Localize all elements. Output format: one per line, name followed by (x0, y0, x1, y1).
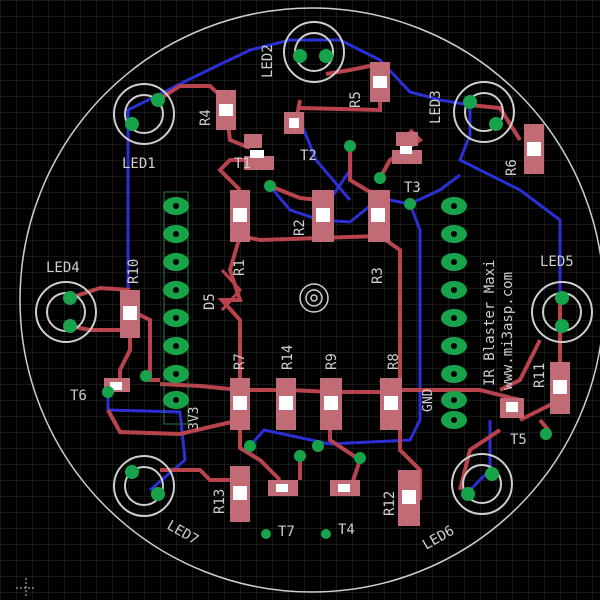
led1[interactable] (113, 83, 175, 145)
led4-body (35, 281, 97, 343)
label-title: IR Blaster Maxi (482, 260, 498, 386)
label-url: www.mi3asp.com (500, 272, 516, 390)
r12[interactable] (398, 470, 420, 526)
led6-body (451, 453, 513, 515)
led5-pad-a[interactable] (555, 291, 569, 305)
label-t5: T5 (510, 432, 527, 448)
header-right[interactable]: GND (421, 197, 467, 429)
label-led4: LED4 (46, 260, 80, 276)
led5-pad-k[interactable] (555, 319, 569, 333)
r4[interactable] (216, 90, 236, 130)
led3-body (453, 81, 515, 143)
vias (102, 140, 552, 539)
led4[interactable] (35, 281, 97, 343)
label-r3: R3 (370, 267, 386, 284)
led2-pad-k[interactable] (319, 49, 333, 63)
label-led1: LED1 (122, 156, 156, 172)
led2-body (283, 21, 345, 83)
led1-ring (124, 94, 164, 134)
r9[interactable] (320, 378, 342, 430)
led7-pad-a[interactable] (125, 465, 139, 479)
r5[interactable] (370, 62, 390, 102)
label-r14: R14 (280, 345, 296, 370)
r7[interactable] (230, 378, 250, 430)
label-r2: R2 (292, 219, 308, 236)
t2[interactable] (284, 112, 304, 134)
label-led2: LED2 (260, 44, 276, 78)
label-t7: T7 (278, 524, 295, 540)
transistors[interactable] (104, 112, 524, 496)
t7[interactable] (268, 480, 298, 496)
label-gnd: GND (421, 388, 436, 412)
t1[interactable] (244, 134, 274, 170)
led5[interactable] (531, 281, 593, 343)
label-r5: R5 (348, 91, 364, 108)
led7[interactable] (113, 455, 175, 517)
led1-pad-a[interactable] (151, 93, 165, 107)
label-r13: R13 (212, 489, 228, 514)
led5-body (531, 281, 593, 343)
r2[interactable] (312, 190, 334, 242)
led6[interactable] (451, 453, 513, 515)
label-r6: R6 (504, 159, 520, 176)
led3-pad-a[interactable] (463, 95, 477, 109)
led7-pad-k[interactable] (151, 487, 165, 501)
mounting-hole (299, 283, 329, 313)
d5-trace (220, 268, 243, 312)
t3[interactable] (392, 132, 422, 164)
led6-pad-k[interactable] (461, 487, 475, 501)
label-r8: R8 (386, 353, 402, 370)
header-left-holes (173, 203, 179, 403)
label-r10: R10 (126, 259, 142, 284)
led1-body (113, 83, 175, 145)
label-t2: T2 (300, 148, 317, 164)
label-d5: D5 (202, 293, 218, 310)
label-r1: R1 (232, 259, 248, 276)
led2[interactable] (283, 21, 345, 83)
led2-pad-a[interactable] (293, 49, 307, 63)
led6-pad-a[interactable] (485, 467, 499, 481)
label-r7: R7 (232, 353, 248, 370)
label-t4: T4 (338, 522, 355, 538)
led7-ring (124, 466, 164, 506)
led7-body (113, 455, 175, 517)
label-r9: R9 (324, 353, 340, 370)
label-r11: R11 (532, 363, 548, 388)
r-footprints[interactable] (120, 62, 570, 526)
label-t3: T3 (404, 180, 421, 196)
r10[interactable] (120, 290, 140, 338)
label-3v3: 3V3 (187, 407, 202, 430)
label-t6: T6 (70, 388, 87, 404)
led3-pad-k[interactable] (489, 117, 503, 131)
r13[interactable] (230, 466, 250, 522)
header-left-outline (163, 191, 189, 425)
r6[interactable] (524, 124, 544, 174)
led3-ring (464, 92, 504, 132)
board-outline (19, 7, 600, 593)
led4-pad-a[interactable] (63, 291, 77, 305)
r8[interactable] (380, 378, 402, 430)
led3[interactable] (453, 81, 515, 143)
led6-ring (462, 464, 502, 504)
led1-pad-k[interactable] (125, 117, 139, 131)
header-left[interactable]: 3V3 (163, 191, 202, 430)
t5[interactable] (500, 398, 524, 418)
label-r12: R12 (382, 491, 398, 516)
label-led5: LED5 (540, 254, 574, 270)
r11[interactable] (550, 362, 570, 414)
led4-pad-k[interactable] (63, 319, 77, 333)
label-t1: T1 (234, 156, 251, 172)
t4[interactable] (330, 480, 360, 496)
r1[interactable] (230, 190, 250, 242)
label-r4: R4 (198, 109, 214, 126)
r14[interactable] (276, 378, 296, 430)
label-led3: LED3 (428, 90, 444, 124)
crosshair-cursor (16, 578, 36, 596)
header-right-holes (451, 203, 457, 423)
r3[interactable] (368, 190, 390, 242)
